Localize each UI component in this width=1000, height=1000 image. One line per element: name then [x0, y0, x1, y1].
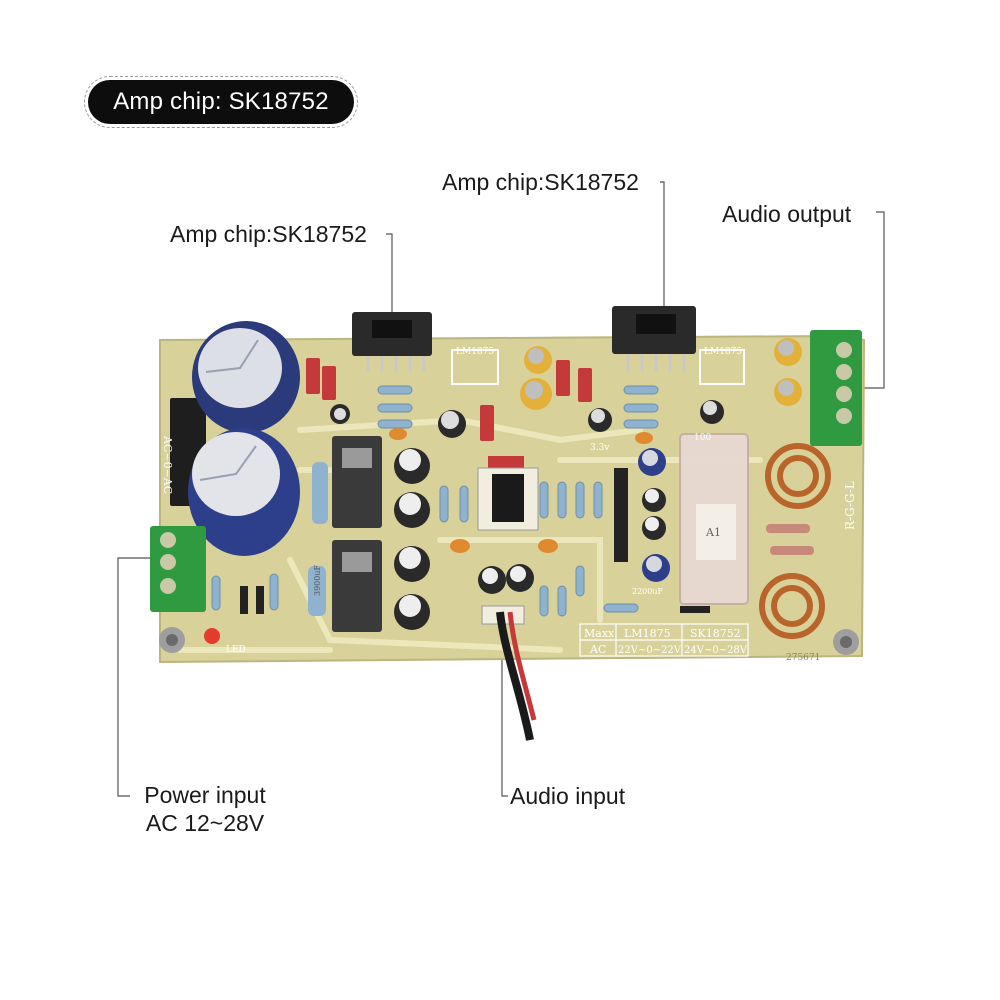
silk-table-r1: 22V~0~22V [618, 645, 682, 656]
callout-amp-chip-left: Amp chip:SK18752 [170, 221, 367, 247]
silk-relay: A1 [705, 526, 721, 539]
callout-audio-input: Audio input [510, 783, 626, 809]
op-amp-ic [477, 456, 539, 531]
callout-amp-chip-right: Amp chip:SK18752 [442, 169, 639, 195]
callout-power-input: Power input AC 12~28V [135, 781, 275, 837]
leader-amp-left [386, 233, 393, 318]
amp-chip-right [612, 306, 696, 372]
leader-power-input [117, 557, 152, 797]
silk-table-r0: AC [589, 643, 606, 656]
callout-leader-lines [117, 181, 885, 797]
leader-audio-input [501, 660, 508, 797]
silk-table-h2: SK18752 [690, 627, 741, 640]
silk-rggl: R-G-G-L [843, 481, 857, 530]
electrolytic-caps [330, 338, 802, 630]
amp-chip-badge: Amp chip: SK18752 [84, 76, 358, 128]
silk-lm-right: LM1875 [704, 347, 742, 357]
output-terminal-block [810, 330, 862, 446]
output-inductors [759, 443, 831, 639]
silk-table-r2: 24V~0~28V [684, 645, 748, 656]
pcb-board: Maxx LM1875 SK18752 AC 22V~0~22V 24V~0~2… [150, 306, 866, 741]
leader-amp-right [660, 181, 665, 310]
power-terminal-block [150, 526, 206, 612]
silk-table-h1: LM1875 [624, 627, 671, 640]
silk-3900: 3900uF [313, 564, 322, 596]
callout-power-input-line2: AC 12~28V [145, 810, 265, 836]
relay [679, 433, 749, 605]
callout-power-input-line1: Power input [144, 782, 266, 808]
silk-board-code: 275671 [786, 653, 820, 663]
amp-chip-left [352, 312, 432, 372]
silk-ac: AC~0~AC [161, 435, 174, 494]
callout-audio-output: Audio output [722, 201, 852, 227]
silk-2200: 2200uF [632, 587, 664, 596]
silk-led: LED [226, 645, 246, 655]
silk-100: 100 [694, 433, 711, 443]
silk-3v3: 3.3v [590, 443, 610, 453]
silk-table-h0: Maxx [584, 627, 615, 640]
silk-lm-left: LM1875 [456, 347, 494, 357]
leader-audio-output [858, 211, 885, 389]
rectifier-heatsinks [332, 436, 382, 632]
